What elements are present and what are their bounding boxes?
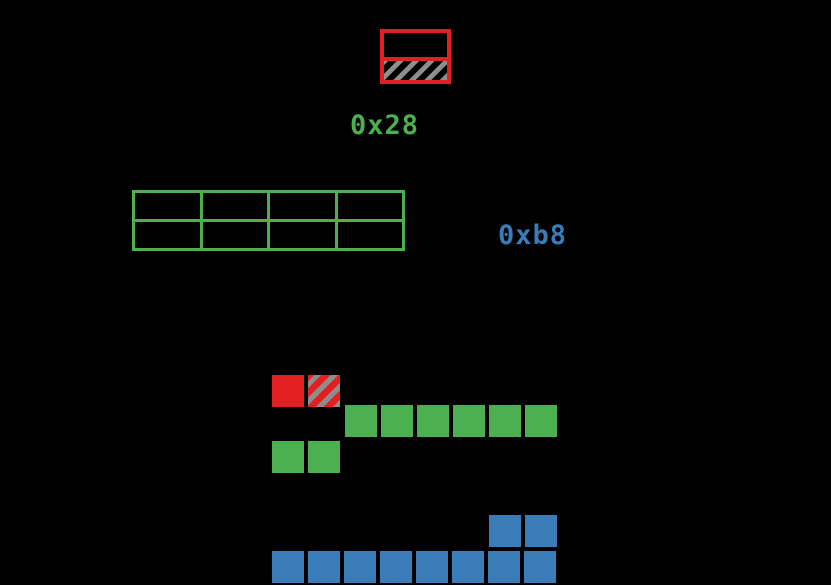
green-grid-table	[132, 190, 405, 251]
grid-cell-r0-c0	[135, 193, 203, 222]
blue-bottom-row-cell-4	[414, 549, 450, 585]
top-buffer	[380, 29, 451, 84]
grid-cell-r1-c0	[135, 222, 203, 251]
blue-bottom-row-cell-3	[378, 549, 414, 585]
grid-cell-r1-c2	[270, 222, 338, 251]
green-middle-row-cell-2	[415, 403, 451, 439]
address-label-green: 0x28	[350, 110, 420, 141]
red-row-cell-1	[306, 373, 342, 409]
address-label-blue: 0xb8	[498, 220, 568, 251]
red-row-cell-0	[270, 373, 306, 409]
blue-bottom-row-cell-5	[450, 549, 486, 585]
blue-top-row-cell-0	[487, 513, 523, 549]
buffer-empty-half	[384, 33, 447, 57]
green-middle-row-cell-5	[523, 403, 559, 439]
blue-bottom-row-cell-1	[306, 549, 342, 585]
grid-cell-r0-c1	[202, 193, 270, 222]
green-middle-row-cell-0	[343, 403, 379, 439]
green-bottom-row-cell-0	[270, 439, 306, 475]
blue-bottom-row-cell-7	[522, 549, 558, 585]
blue-bottom-row-cell-0	[270, 549, 306, 585]
green-middle-row-cell-1	[379, 403, 415, 439]
blue-top-row-cell-1	[523, 513, 559, 549]
blue-bottom-row-cell-6	[486, 549, 522, 585]
grid-cell-r1-c3	[337, 222, 405, 251]
green-bottom-row-cell-1	[306, 439, 342, 475]
grid-cell-r0-c3	[337, 193, 405, 222]
grid-cell-r0-c2	[270, 193, 338, 222]
buffer-filled-half	[384, 56, 447, 80]
green-middle-row-cell-4	[487, 403, 523, 439]
green-middle-row-cell-3	[451, 403, 487, 439]
blue-bottom-row-cell-2	[342, 549, 378, 585]
grid-cell-r1-c1	[202, 222, 270, 251]
